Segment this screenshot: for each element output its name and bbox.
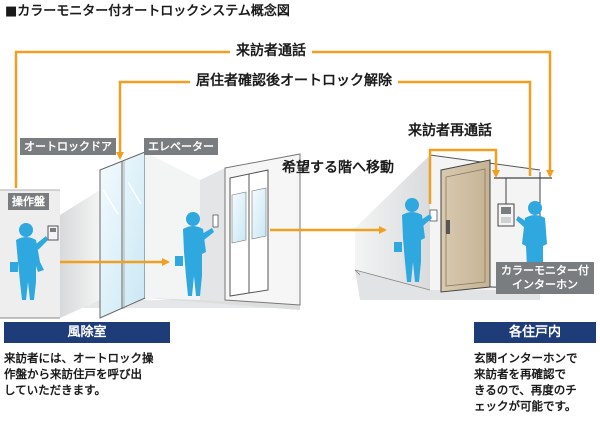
left-caption-heading: 風除室	[4, 322, 170, 343]
panel-tag: 操作盤	[8, 193, 49, 210]
hall-side-wall	[60, 190, 100, 318]
auto-door-tag: オートロックドア	[20, 138, 116, 155]
control-panel-device	[47, 225, 59, 241]
left-caption-line: 来訪者には、オートロック操	[4, 351, 154, 365]
right-caption-heading: 各住戸内	[474, 322, 596, 343]
right-caption-line: 来訪者を再確認で	[474, 367, 566, 381]
visitor-at-panel-figure	[10, 223, 48, 300]
monitor-tag-line2: インターホン	[512, 278, 578, 291]
right-caption-body: 玄関インターホンで 来訪者を再確認で きるので、再度のチ ェックが可能です。	[474, 350, 578, 414]
unlock-label: 居住者確認後オートロック解除	[190, 74, 398, 88]
right-caption-line: 玄関インターホンで	[474, 351, 578, 365]
visitor-in-corridor-figure	[175, 212, 214, 296]
visitor-at-door-figure	[394, 198, 432, 282]
move-label: 希望する階へ移動	[282, 160, 394, 176]
call-label: 来訪者通話	[230, 44, 312, 58]
elevator-tag: エレベーター	[144, 138, 218, 155]
left-caption-line: 作盤から来訪住戸を呼び出	[4, 367, 142, 381]
right-caption-line: きるので、再度のチ	[474, 383, 577, 397]
monitor-tag-line1: カラーモニター付	[501, 264, 589, 277]
apartment-unit	[354, 154, 552, 300]
right-caption-line: ェックが可能です。	[474, 399, 577, 413]
entrance-hall	[0, 151, 301, 319]
diagram-title: ■カラーモニター付オートロックシステム概念図	[5, 4, 290, 19]
left-caption-line: していただきます。	[4, 383, 107, 397]
recall-arrow	[428, 148, 500, 204]
door-intercom-device	[429, 209, 438, 222]
monitor-tag: カラーモニター付 インターホン	[496, 262, 594, 294]
left-caption-body: 来訪者には、オートロック操 作盤から来訪住戸を呼び出 していただきます。	[4, 350, 154, 398]
recall-label: 来訪者再通話	[408, 123, 492, 139]
